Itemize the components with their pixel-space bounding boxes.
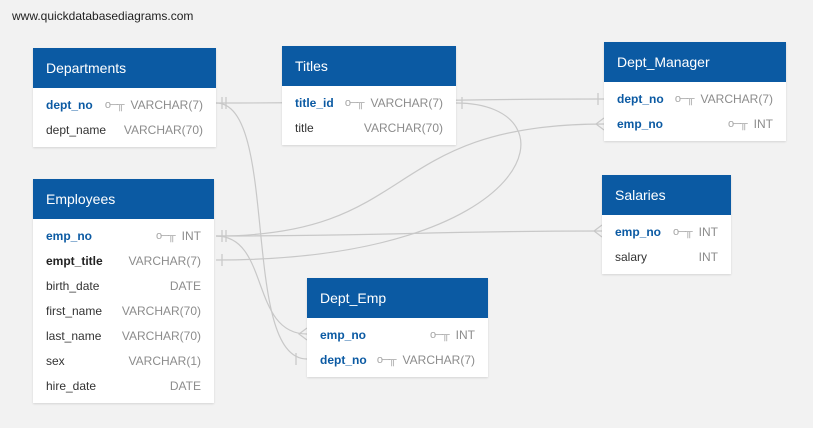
- key-icon: o─╥: [344, 96, 365, 109]
- column-list: emp_no o─╥ INT dept_no o─╥ VARCHAR(7): [307, 318, 488, 377]
- column-row[interactable]: emp_no o─╥ INT: [33, 223, 214, 248]
- many-markers: [298, 117, 605, 341]
- column-type: VARCHAR(70): [123, 122, 203, 137]
- column-row[interactable]: emp_no o─╥ INT: [307, 322, 488, 347]
- column-row[interactable]: emp_no o─╥ INT: [604, 111, 786, 136]
- key-icon: o─╥: [155, 229, 176, 242]
- column-type: VARCHAR(7): [402, 352, 475, 367]
- column-name: emp_no: [617, 116, 664, 131]
- column-name: dept_no: [46, 97, 93, 112]
- column-type: VARCHAR(7): [370, 95, 443, 110]
- key-icon: o─╥: [727, 117, 748, 130]
- column-name: birth_date: [46, 278, 100, 293]
- table-title: Departments: [33, 48, 216, 88]
- column-type: INT: [181, 228, 201, 243]
- rel-titles-employees: [215, 102, 522, 261]
- column-name: sex: [46, 353, 65, 368]
- column-name: hire_date: [46, 378, 97, 393]
- table-salaries[interactable]: Salaries emp_no o─╥ INT salary INT: [602, 175, 731, 274]
- column-name: emp_no: [615, 224, 662, 239]
- column-type: INT: [698, 249, 718, 264]
- column-row[interactable]: salary INT: [602, 244, 731, 269]
- rel-employees-dept-manager: [215, 123, 605, 237]
- table-title: Salaries: [602, 175, 731, 215]
- table-dept-manager[interactable]: Dept_Manager dept_no o─╥ VARCHAR(7) emp_no o─…: [604, 42, 786, 141]
- column-name: empt_title: [46, 253, 103, 268]
- column-name: emp_no: [46, 228, 93, 243]
- table-titles[interactable]: Titles title_id o─╥ VARCHAR(7) title VARCHAR(…: [282, 46, 456, 145]
- column-row[interactable]: birth_date DATE: [33, 273, 214, 298]
- column-type: VARCHAR(7): [700, 91, 773, 106]
- rel-departments-dept-emp: [215, 102, 308, 360]
- column-name: title: [295, 120, 314, 135]
- column-name: title_id: [295, 95, 334, 110]
- column-name: dept_no: [617, 91, 664, 106]
- table-title: Titles: [282, 46, 456, 86]
- key-icon: o─╥: [672, 225, 693, 238]
- column-name: dept_no: [320, 352, 367, 367]
- rel-employees-dept-emp: [215, 235, 308, 335]
- column-name: dept_name: [46, 122, 107, 137]
- column-list: emp_no o─╥ INT salary INT: [602, 215, 731, 274]
- column-row[interactable]: dept_no o─╥ VARCHAR(7): [33, 92, 216, 117]
- column-row[interactable]: empt_title VARCHAR(7): [33, 248, 214, 273]
- table-title: Dept_Emp: [307, 278, 488, 318]
- column-row[interactable]: sex VARCHAR(1): [33, 348, 214, 373]
- column-row[interactable]: dept_no o─╥ VARCHAR(7): [604, 86, 786, 111]
- column-type: DATE: [169, 378, 201, 393]
- column-type: INT: [698, 224, 718, 239]
- key-icon: o─╥: [104, 98, 125, 111]
- table-title: Dept_Manager: [604, 42, 786, 82]
- column-name: salary: [615, 249, 648, 264]
- table-dept-emp[interactable]: Dept_Emp emp_no o─╥ INT dept_no o─╥ VARCHAR(7): [307, 278, 488, 377]
- key-icon: o─╥: [674, 92, 695, 105]
- column-type: VARCHAR(7): [130, 97, 203, 112]
- column-row[interactable]: dept_name VARCHAR(70): [33, 117, 216, 142]
- watermark: www.quickdatabasediagrams.com: [12, 9, 194, 23]
- column-row[interactable]: dept_no o─╥ VARCHAR(7): [307, 347, 488, 372]
- key-icon: o─╥: [429, 328, 450, 341]
- one-markers: [221, 93, 599, 365]
- column-type: VARCHAR(1): [128, 353, 201, 368]
- column-type: VARCHAR(70): [363, 120, 443, 135]
- column-row[interactable]: emp_no o─╥ INT: [602, 219, 731, 244]
- column-name: first_name: [46, 303, 103, 318]
- column-row[interactable]: hire_date DATE: [33, 373, 214, 398]
- column-type: DATE: [169, 278, 201, 293]
- column-row[interactable]: last_name VARCHAR(70): [33, 323, 214, 348]
- column-type: VARCHAR(70): [121, 303, 201, 318]
- table-title: Employees: [33, 179, 214, 219]
- rel-employees-salaries: [215, 230, 603, 237]
- column-list: title_id o─╥ VARCHAR(7) title VARCHAR(70): [282, 86, 456, 145]
- column-row[interactable]: title VARCHAR(70): [282, 115, 456, 140]
- key-icon: o─╥: [376, 353, 397, 366]
- column-type: VARCHAR(70): [121, 328, 201, 343]
- column-type: INT: [455, 327, 475, 342]
- column-type: INT: [753, 116, 773, 131]
- column-row[interactable]: first_name VARCHAR(70): [33, 298, 214, 323]
- column-name: last_name: [46, 328, 102, 343]
- column-list: emp_no o─╥ INT empt_title VARCHAR(7) birth_da…: [33, 219, 214, 403]
- column-list: dept_no o─╥ VARCHAR(7) dept_name VARCHAR(70): [33, 88, 216, 147]
- column-name: emp_no: [320, 327, 367, 342]
- table-departments[interactable]: Departments dept_no o─╥ VARCHAR(7) dept_name…: [33, 48, 216, 147]
- column-type: VARCHAR(7): [128, 253, 201, 268]
- column-list: dept_no o─╥ VARCHAR(7) emp_no o─╥ INT: [604, 82, 786, 141]
- column-row[interactable]: title_id o─╥ VARCHAR(7): [282, 90, 456, 115]
